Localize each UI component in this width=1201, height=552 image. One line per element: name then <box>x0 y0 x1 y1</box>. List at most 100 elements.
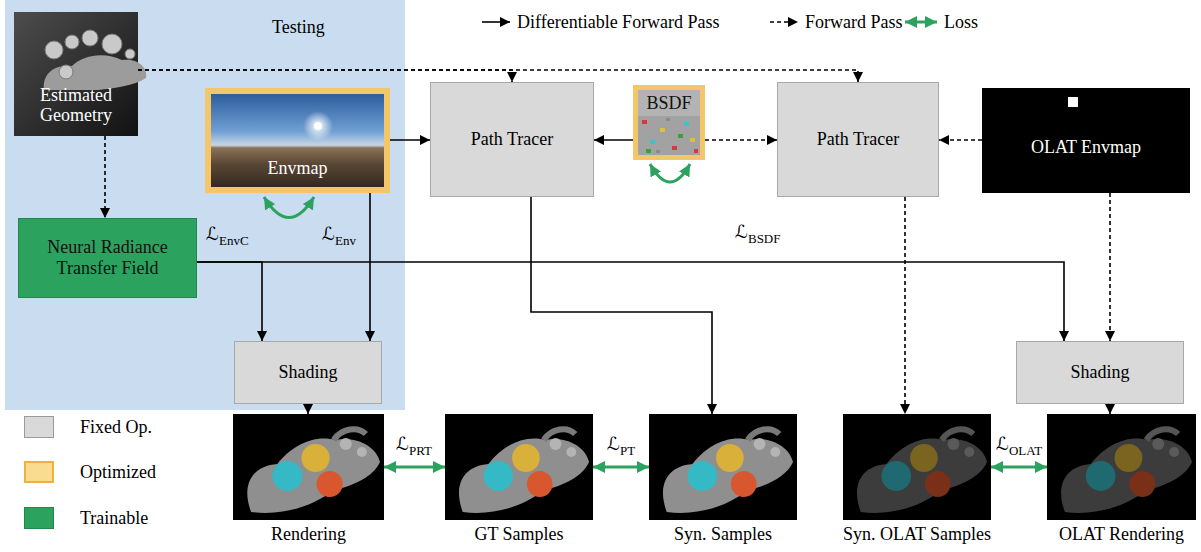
node-label: Neural Radiance Transfer Field <box>27 237 188 278</box>
node-label: Envmap <box>268 158 328 179</box>
image-panel: Syn. OLAT Samples <box>843 414 991 520</box>
loss-subscript: PRT <box>409 443 432 458</box>
illustration-part <box>82 30 98 46</box>
legend-swatch <box>24 416 54 438</box>
image-caption: OLAT Rendering <box>1017 524 1201 545</box>
legend-swatch <box>24 507 54 529</box>
image-panel: OLAT Rendering <box>1047 414 1196 520</box>
forward-pass-arrow <box>104 136 106 218</box>
differentiable-arrow <box>1109 404 1111 414</box>
process-box: Shading <box>234 341 382 404</box>
forward-pass-arrow <box>1109 193 1111 341</box>
legend-text: Loss <box>944 11 978 33</box>
image-panel: Rendering <box>233 414 384 520</box>
loss-label: ℒEnv <box>322 224 356 249</box>
node-label: OLAT Envmap <box>1031 137 1141 158</box>
illustration-part <box>638 90 700 155</box>
legend-swatch <box>24 461 54 483</box>
loss-subscript: Env <box>335 233 356 248</box>
loss-subscript: EnvC <box>219 233 249 248</box>
forward-pass-arrow <box>939 139 982 141</box>
loss-symbol: ℒ <box>206 223 219 244</box>
loss-label: ℒEnvC <box>206 224 249 249</box>
illustration-part <box>59 65 73 79</box>
illustration-part <box>102 34 122 54</box>
process-box: Shading <box>1016 341 1184 404</box>
loss-arrow <box>991 466 1047 469</box>
differentiable-arrow <box>594 139 633 141</box>
image-box: Envmap <box>205 88 390 193</box>
loss-symbol: ℒ <box>607 433 620 454</box>
image-panel: Syn. Samples <box>649 414 797 520</box>
region-title: Testing <box>272 17 325 38</box>
loss-label: ℒOLAT <box>996 434 1042 459</box>
illustration-part <box>211 94 384 187</box>
bsdf-loss-arc <box>650 164 690 182</box>
loss-arrow <box>593 466 649 469</box>
illustration-part <box>666 118 670 121</box>
illustration-part <box>690 138 695 142</box>
illustration-part <box>1068 97 1078 107</box>
loss-label: ℒPT <box>607 434 635 459</box>
illustration-part <box>646 149 651 153</box>
loss-symbol: ℒ <box>322 223 335 244</box>
image-caption: Rendering <box>203 524 414 545</box>
image-caption: Syn. OLAT Samples <box>813 524 1021 545</box>
syn-picture <box>649 414 797 520</box>
illustration-part <box>660 128 665 132</box>
differentiable-arrow <box>531 197 712 414</box>
envmap-picture <box>211 94 384 187</box>
image-caption: GT Samples <box>415 524 623 545</box>
geometry-picture <box>14 12 146 136</box>
legend-text: Optimized <box>80 461 156 483</box>
legend-text: Fixed Op. <box>80 416 152 438</box>
node-label: Path Tracer <box>817 129 900 150</box>
loss-symbol: ℒ <box>735 221 748 242</box>
gt-picture <box>445 414 593 520</box>
illustration-part <box>642 120 647 124</box>
testing-region-fill <box>5 0 405 410</box>
node-label: Estimated Geometry <box>18 85 134 126</box>
envmap-loss-arc <box>264 197 314 218</box>
loss-label: ℒPRT <box>396 434 432 459</box>
image-box: Estimated Geometry <box>14 12 138 136</box>
differentiable-arrow <box>390 139 430 141</box>
illustration-part <box>672 146 677 150</box>
process-box: Path Tracer <box>777 82 939 197</box>
forward-pass-arrow <box>138 70 512 82</box>
rendering-picture <box>233 414 384 520</box>
illustration-part <box>694 149 698 153</box>
legend-loss-arrow <box>905 21 937 24</box>
forward-pass-arrow <box>138 70 858 82</box>
bsdf-texture <box>638 90 700 155</box>
differentiable-arrow <box>197 262 262 341</box>
image-caption: Syn. Samples <box>619 524 827 545</box>
illustration-part <box>678 134 683 138</box>
legend-text: Trainable <box>80 507 148 529</box>
olat-envmap-picture <box>982 88 1190 193</box>
differentiable-arrow <box>307 404 309 414</box>
differentiable-arrow <box>369 193 371 341</box>
image-box: OLAT Envmap <box>982 88 1190 193</box>
testing-region: TestingEstimated GeometryEnvmapNeural Ra… <box>5 0 405 410</box>
olat-rendering-picture <box>1047 414 1196 520</box>
node-label: BSDF <box>646 93 691 114</box>
illustration-part <box>656 150 660 153</box>
image-panel: GT Samples <box>445 414 593 520</box>
process-box: Path Tracer <box>430 82 594 197</box>
illustration-part <box>303 111 333 141</box>
illustration-part <box>65 35 79 49</box>
node-label: Shading <box>278 362 337 383</box>
illustration-part <box>45 41 63 59</box>
loss-label: ℒBSDF <box>735 222 781 247</box>
loss-symbol: ℒ <box>996 433 1009 454</box>
illustration-part <box>982 88 1190 193</box>
loss-symbol: ℒ <box>396 433 409 454</box>
legend-text: Forward Pass <box>805 11 903 33</box>
node-label: Path Tracer <box>471 129 554 150</box>
legend-dashed-arrow <box>770 21 798 23</box>
legend-text: Differentiable Forward Pass <box>517 11 720 33</box>
illustration-part <box>638 116 700 155</box>
node-label: Shading <box>1070 362 1129 383</box>
